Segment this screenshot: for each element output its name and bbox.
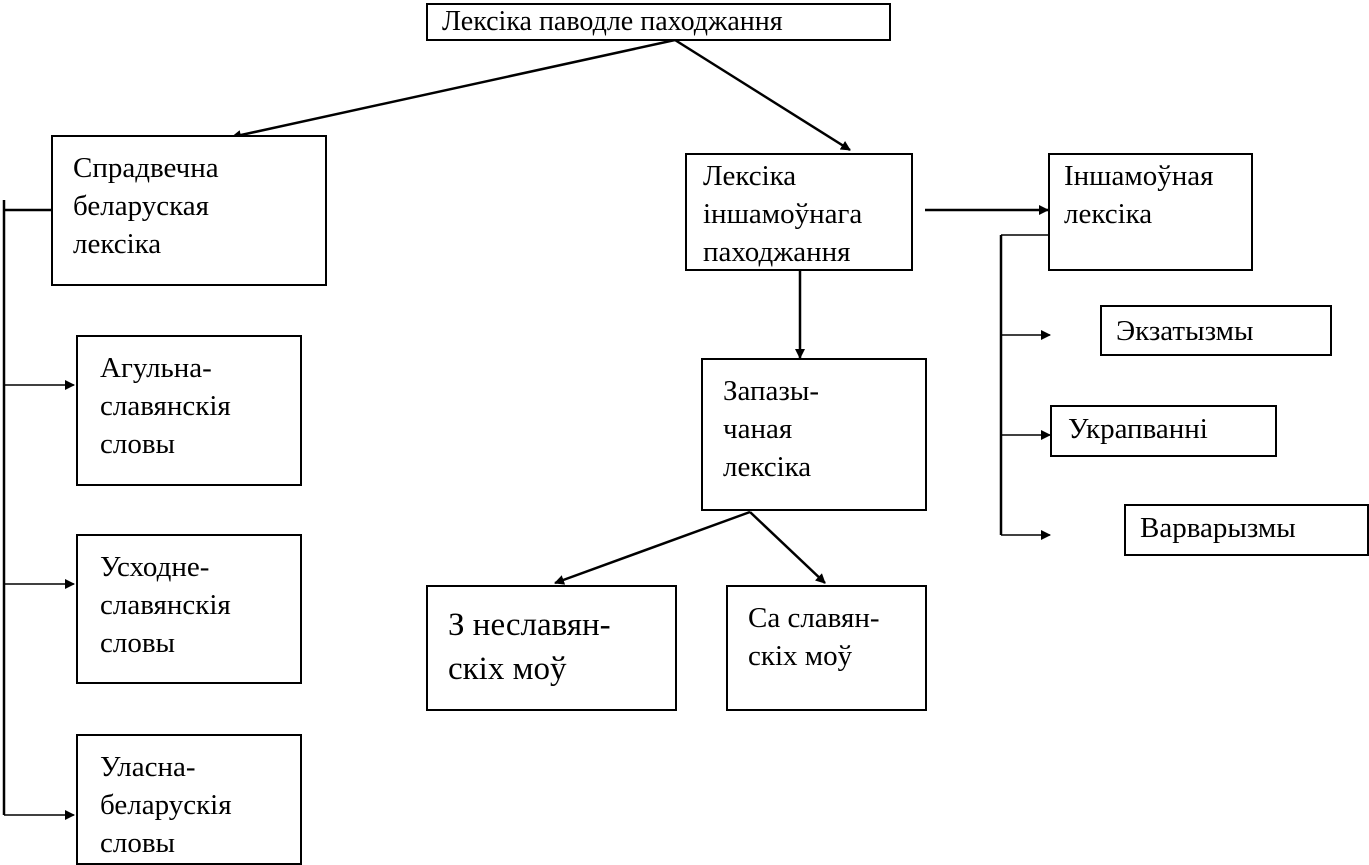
borrowed-lexis-label: Запазы- чаная лексіка — [723, 375, 820, 483]
own-belarusian-label: Уласна- беларускія словы — [100, 751, 232, 859]
native-lexis-node: Спрадвечна беларуская лексіка — [51, 135, 327, 286]
own-belarusian-node: Уласна- беларускія словы — [76, 734, 302, 865]
arrow-borrowed-to-slavic — [749, 511, 826, 584]
east-slavic-node: Усходне- славянскія словы — [76, 534, 302, 684]
ekzatyzmy-node: Экзатызмы — [1100, 305, 1332, 356]
ekzatyzmy-label: Экзатызмы — [1116, 315, 1254, 347]
slavic-label: Са славян- скіх моў — [748, 602, 880, 672]
native-lexis-label: Спрадвечна беларуская лексіка — [73, 152, 219, 260]
foreign-language-lexis-node: Іншамоўная лексіка — [1048, 153, 1253, 271]
root-node: Лексіка паводле паходжання — [426, 3, 891, 41]
borrowed-lexis-node: Запазы- чаная лексіка — [701, 358, 927, 511]
arrow-root-to-native — [231, 38, 676, 140]
foreign-origin-node: Лексіка іншамоўнага паходжання — [685, 153, 913, 271]
foreign-origin-label: Лексіка іншамоўнага паходжання — [703, 160, 863, 268]
east-slavic-label: Усходне- славянскія словы — [100, 551, 231, 659]
agulna-slavic-node: Агульна- славянскія словы — [76, 335, 302, 486]
root-node-label: Лексіка паводле паходжання — [442, 6, 783, 37]
varvaryzmy-node: Варварызмы — [1124, 504, 1369, 556]
arrow-borrowed-to-nonslavic — [554, 510, 751, 585]
foreign-language-lexis-label: Іншамоўная лексіка — [1064, 160, 1214, 230]
non-slavic-node: З неславян- скіх моў — [426, 585, 677, 711]
varvaryzmy-label: Варварызмы — [1140, 512, 1296, 544]
ukrapvanni-label: Украпванні — [1068, 413, 1208, 445]
slavic-node: Са славян- скіх моў — [726, 585, 927, 711]
agulna-slavic-label: Агульна- славянскія словы — [100, 352, 231, 460]
ukrapvanni-node: Украпванні — [1050, 405, 1277, 457]
non-slavic-label: З неславян- скіх моў — [448, 607, 611, 687]
arrow-root-to-foreign — [674, 38, 851, 152]
